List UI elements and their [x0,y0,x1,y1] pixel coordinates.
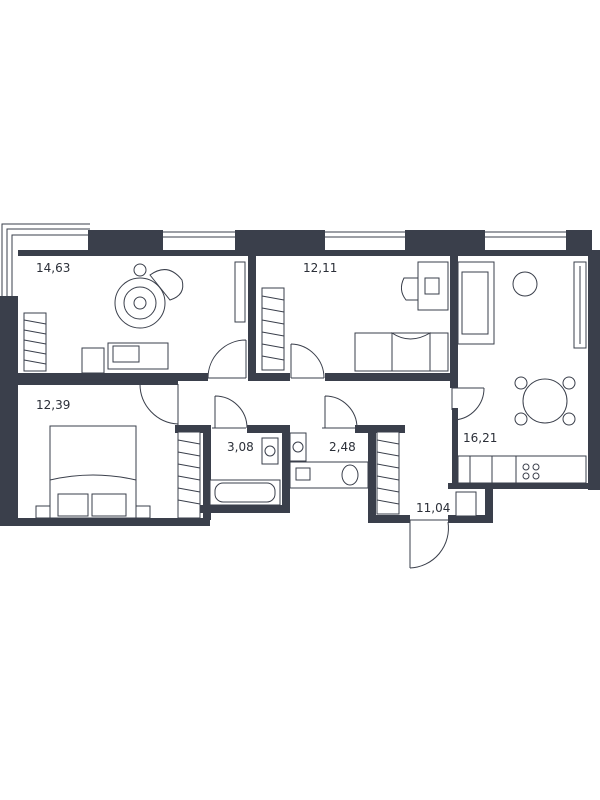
bedroom-1-furniture [70,261,246,381]
room-area-kitchen-living: 16,21 [463,431,497,445]
bedroom-2-furniture [354,261,449,372]
sanitary-fixtures [209,432,369,506]
room-area-hallway: 11,04 [416,501,450,515]
room-area-toilet: 2,48 [329,440,356,454]
walls [0,230,600,526]
room-area-bathroom: 3,08 [227,440,254,454]
room-area-bedroom-3: 12,39 [36,398,70,412]
area-labels: 14,63 12,11 12,39 3,08 2,48 16,21 11,04 [36,261,497,515]
wardrobes [23,287,400,519]
room-area-bedroom-1: 14,63 [36,261,70,275]
bedroom-3-furniture [35,425,151,519]
doors [139,339,485,569]
kitchen-living-furniture [455,261,587,517]
room-area-bedroom-2: 12,11 [303,261,337,275]
